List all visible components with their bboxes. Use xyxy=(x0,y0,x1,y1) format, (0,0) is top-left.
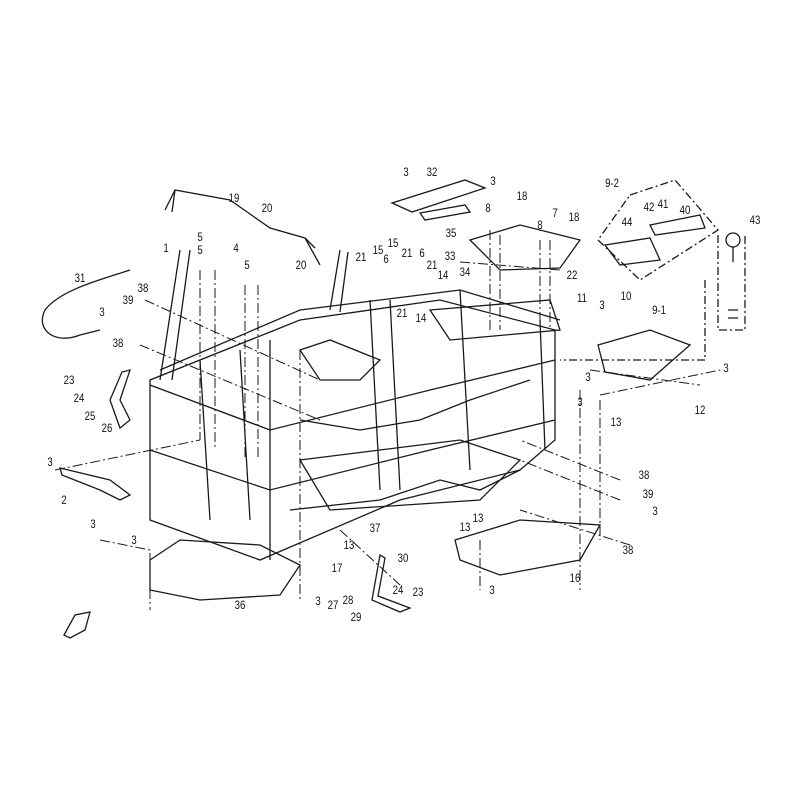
callout-33: 33 xyxy=(444,249,456,263)
cover-plate xyxy=(390,179,487,221)
callout-37: 37 xyxy=(369,521,381,535)
callout-28: 28 xyxy=(342,593,354,607)
callout-20: 20 xyxy=(295,258,307,272)
callout-9-2: 9-2 xyxy=(605,176,619,190)
callout-13: 13 xyxy=(343,538,355,552)
bracket xyxy=(468,224,582,271)
callout-38: 38 xyxy=(137,281,149,295)
main-frame xyxy=(149,249,561,561)
callout-21: 21 xyxy=(355,250,367,264)
side-bracket xyxy=(59,467,132,501)
lever xyxy=(109,369,131,430)
callout-5: 5 xyxy=(197,230,203,244)
callout-23: 23 xyxy=(412,585,424,599)
callout-3: 3 xyxy=(489,583,495,597)
hitch-receiver xyxy=(597,329,692,381)
callout-21: 21 xyxy=(396,306,408,320)
callout-2: 2 xyxy=(61,493,67,507)
grab-bar xyxy=(164,189,321,266)
cable xyxy=(41,269,131,339)
callout-5: 5 xyxy=(244,258,250,272)
callout-3: 3 xyxy=(315,594,321,608)
callout-1: 1 xyxy=(163,241,169,255)
callout-19: 19 xyxy=(228,191,240,205)
callout-16: 16 xyxy=(569,571,581,585)
callout-11: 11 xyxy=(577,291,587,305)
callout-17: 17 xyxy=(331,561,343,575)
front-direction-icon xyxy=(63,611,91,639)
callout-3: 3 xyxy=(577,395,583,409)
callout-23: 23 xyxy=(63,373,75,387)
callout-38: 38 xyxy=(622,543,634,557)
callout-24: 24 xyxy=(392,583,404,597)
callout-3: 3 xyxy=(99,305,105,319)
callout-21: 21 xyxy=(401,246,413,260)
callout-34: 34 xyxy=(459,265,471,279)
callout-42: 42 xyxy=(643,200,655,214)
skid-plate-left xyxy=(149,539,301,601)
callout-3: 3 xyxy=(403,165,409,179)
callout-8: 8 xyxy=(485,201,491,215)
callout-39: 39 xyxy=(642,487,654,501)
callout-30: 30 xyxy=(397,551,409,565)
callout-38: 38 xyxy=(638,468,650,482)
callout-29: 29 xyxy=(350,610,362,624)
callout-36: 36 xyxy=(234,598,246,612)
callout-39: 39 xyxy=(122,293,134,307)
callout-5: 5 xyxy=(197,243,203,257)
hitch-group-box xyxy=(597,179,719,281)
callout-15: 15 xyxy=(387,236,399,250)
callout-3: 3 xyxy=(652,504,658,518)
callout-26: 26 xyxy=(101,421,113,435)
callout-6: 6 xyxy=(383,252,389,266)
callout-6: 6 xyxy=(419,246,425,260)
callout-8: 8 xyxy=(537,218,543,232)
callout-10: 10 xyxy=(620,289,632,303)
callout-14: 14 xyxy=(415,311,427,325)
callout-35: 35 xyxy=(445,226,457,240)
callout-3: 3 xyxy=(131,533,137,547)
callout-13: 13 xyxy=(472,511,484,525)
callout-3: 3 xyxy=(723,361,729,375)
callout-24: 24 xyxy=(73,391,85,405)
hitch-ball xyxy=(725,232,741,248)
callout-31: 31 xyxy=(74,271,86,285)
callout-40: 40 xyxy=(679,203,691,217)
callout-7: 7 xyxy=(552,206,558,220)
callout-38: 38 xyxy=(112,336,124,350)
callout-12: 12 xyxy=(694,403,706,417)
callout-3: 3 xyxy=(47,455,53,469)
callout-32: 32 xyxy=(426,165,438,179)
callout-4: 4 xyxy=(233,241,239,255)
pedal xyxy=(371,553,412,613)
callout-44: 44 xyxy=(621,215,633,229)
callout-18: 18 xyxy=(568,210,580,224)
callout-15: 15 xyxy=(372,243,384,257)
callout-22: 22 xyxy=(566,268,578,282)
callout-13: 13 xyxy=(459,520,471,534)
callout-43: 43 xyxy=(749,213,761,227)
callout-9-1: 9-1 xyxy=(652,303,666,317)
callout-20: 20 xyxy=(261,201,273,215)
callout-3: 3 xyxy=(585,370,591,384)
callout-3: 3 xyxy=(599,298,605,312)
leader-lines xyxy=(54,230,721,610)
callout-41: 41 xyxy=(657,197,669,211)
callout-3: 3 xyxy=(90,517,96,531)
callout-25: 25 xyxy=(84,409,96,423)
callout-21: 21 xyxy=(426,258,438,272)
callout-3: 3 xyxy=(490,174,496,188)
callout-13: 13 xyxy=(610,415,622,429)
callout-27: 27 xyxy=(327,598,339,612)
callout-18: 18 xyxy=(516,189,528,203)
callout-14: 14 xyxy=(437,268,449,282)
